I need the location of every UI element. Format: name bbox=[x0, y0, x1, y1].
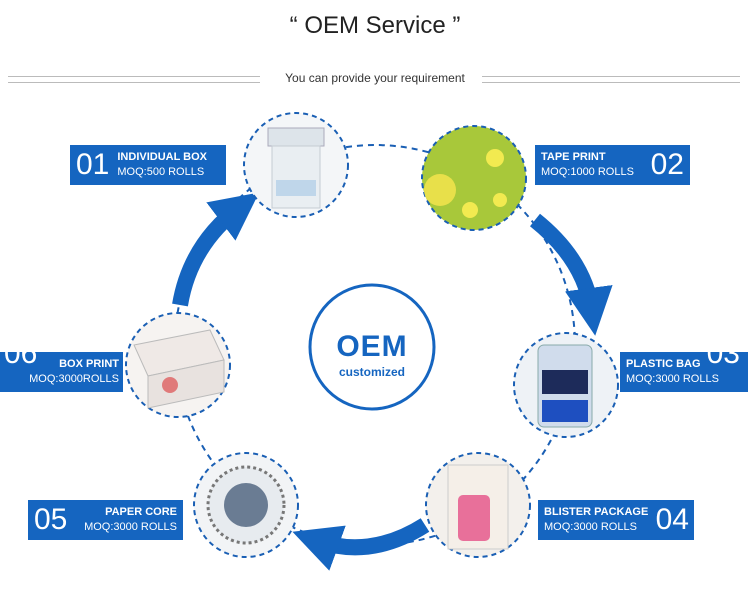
step-number: 04 bbox=[655, 503, 689, 536]
arrow-04-to-05 bbox=[292, 518, 430, 571]
item-moq: MOQ:500 ROLLS bbox=[117, 166, 205, 178]
title-rule-right bbox=[482, 76, 740, 83]
step-number: 03 bbox=[706, 337, 740, 370]
item-name: BLISTER PACKAGE bbox=[544, 506, 649, 518]
arrow-06-to-01 bbox=[172, 192, 260, 307]
label-02: TAPE PRINT MOQ:1000 ROLLS 02 bbox=[535, 145, 690, 185]
step-number: 05 bbox=[34, 503, 68, 536]
item-name: BOX PRINT bbox=[59, 358, 119, 370]
step-number: 01 bbox=[76, 148, 110, 181]
page-title: “ OEM Service ” bbox=[289, 12, 461, 39]
label-06: 06 BOX PRINT MOQ:3000ROLLS bbox=[0, 337, 123, 392]
item-moq: MOQ:3000 ROLLS bbox=[544, 521, 637, 533]
center-subtitle: customized bbox=[338, 365, 405, 379]
subtitle: You can provide your requirement bbox=[285, 71, 465, 85]
arrow-02-to-03 bbox=[529, 213, 613, 336]
label-04: BLISTER PACKAGE MOQ:3000 ROLLS 04 bbox=[538, 500, 694, 540]
node-05-image bbox=[193, 452, 299, 558]
center-badge bbox=[308, 283, 436, 411]
label-03: PLASTIC BAG MOQ:3000 ROLLS 03 bbox=[620, 337, 748, 392]
center-title: OEM bbox=[336, 330, 408, 363]
item-name: PLASTIC BAG bbox=[626, 358, 701, 370]
item-name: TAPE PRINT bbox=[541, 151, 606, 163]
node-03-image bbox=[513, 332, 619, 438]
item-name: INDIVIDUAL BOX bbox=[117, 151, 208, 163]
node-04-image bbox=[425, 452, 531, 558]
item-moq: MOQ:1000 ROLLS bbox=[541, 166, 634, 178]
step-number: 02 bbox=[650, 148, 684, 181]
label-01: 01 INDIVIDUAL BOX MOQ:500 ROLLS bbox=[70, 145, 226, 185]
step-number: 06 bbox=[4, 337, 38, 370]
node-02-image bbox=[421, 125, 527, 231]
label-05: 05 PAPER CORE MOQ:3000 ROLLS bbox=[28, 500, 183, 540]
item-moq: MOQ:3000ROLLS bbox=[29, 373, 119, 385]
item-moq: MOQ:3000 ROLLS bbox=[84, 521, 177, 533]
node-01-image bbox=[243, 112, 349, 218]
item-moq: MOQ:3000 ROLLS bbox=[626, 373, 719, 385]
item-name: PAPER CORE bbox=[105, 506, 177, 518]
node-06-image bbox=[125, 312, 231, 418]
title-rule-left bbox=[8, 76, 260, 83]
